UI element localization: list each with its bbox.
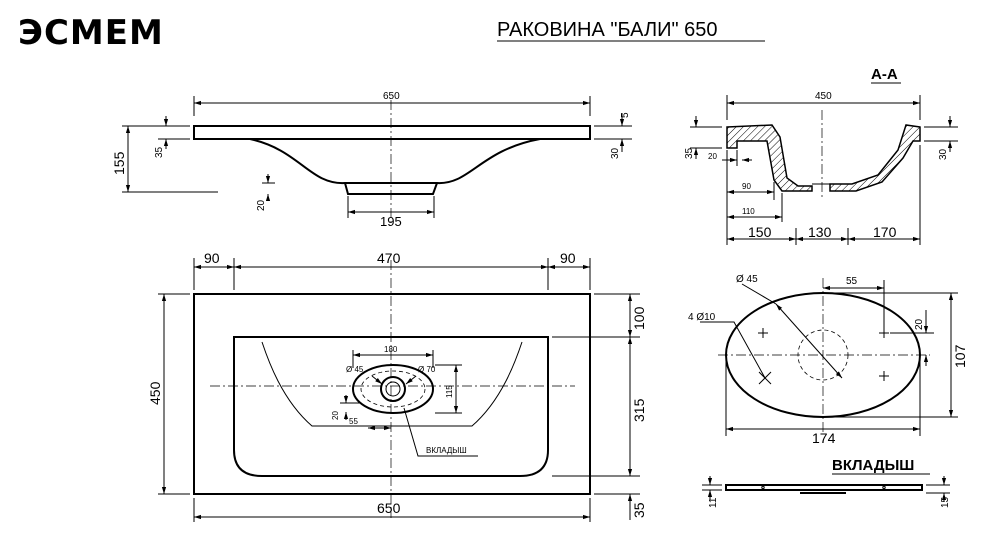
dim-section-170: 170 <box>873 224 897 240</box>
dim-front-step: 20 <box>256 199 267 211</box>
dim-drain-d45: Ø 45 <box>346 365 364 374</box>
dim-right-mid: 315 <box>631 398 647 422</box>
dim-top-middle: 470 <box>377 250 401 266</box>
dim-section-width: 450 <box>815 91 832 102</box>
dim-section-edge: 30 <box>938 148 949 160</box>
dim-section-150: 150 <box>748 224 772 240</box>
drawing-title: РАКОВИНА "БАЛИ" 650 <box>497 19 717 41</box>
dim-right-bot: 35 <box>631 502 647 518</box>
dim-drain-height: 115 <box>445 385 454 398</box>
dim-top-depth: 450 <box>147 381 163 405</box>
dim-front-height: 155 <box>111 151 127 175</box>
dim-section-130: 130 <box>808 224 832 240</box>
section-view: А-А 450 35 30 20 90 110 <box>684 66 958 245</box>
dim-insert-15: 15 <box>940 496 951 508</box>
top-view: Ø 45 Ø 70 180 115 20 55 ВКЛАДЫШ 90 470 9… <box>147 250 647 522</box>
dim-drain-d70: Ø 70 <box>418 365 436 374</box>
dim-front-width: 650 <box>383 91 400 102</box>
dim-insert-d45: Ø 45 <box>736 274 758 285</box>
dim-top-off20: 20 <box>331 411 340 420</box>
dim-front-top: 5 <box>620 112 631 118</box>
front-view: 650 155 35 30 5 195 20 <box>111 91 632 229</box>
dim-front-slab: 35 <box>154 146 165 158</box>
dim-top-off55: 55 <box>349 417 358 426</box>
label-insert: ВКЛАДЫШ <box>426 446 467 455</box>
dim-top-right: 90 <box>560 250 576 266</box>
dim-section-110: 110 <box>742 207 755 216</box>
dim-insert-55: 55 <box>846 276 858 287</box>
dim-front-edge: 30 <box>610 147 621 159</box>
section-label: А-А <box>871 66 898 83</box>
dim-drain-width: 195 <box>380 214 402 229</box>
dim-insert-174: 174 <box>812 430 836 446</box>
dim-top-width: 650 <box>377 500 401 516</box>
dim-right-top: 100 <box>631 306 647 330</box>
dim-section-slab: 35 <box>684 147 695 159</box>
insert-heading: ВКЛАДЫШ <box>832 457 914 474</box>
dim-insert-holes: 4 Ø10 <box>688 312 716 323</box>
dim-top-left: 90 <box>204 250 220 266</box>
dim-insert-20: 20 <box>914 318 925 330</box>
dim-section-lip: 20 <box>708 152 717 161</box>
insert-view: Ø 45 4 Ø10 55 20 107 174 ВКЛАДЫШ 11 <box>688 274 968 508</box>
dim-section-90: 90 <box>742 182 751 191</box>
dim-hole-span: 180 <box>384 345 398 354</box>
dim-insert-107: 107 <box>952 344 968 368</box>
brand-logo: ЭСМЕМ <box>18 13 164 53</box>
dim-insert-11: 11 <box>708 497 719 508</box>
